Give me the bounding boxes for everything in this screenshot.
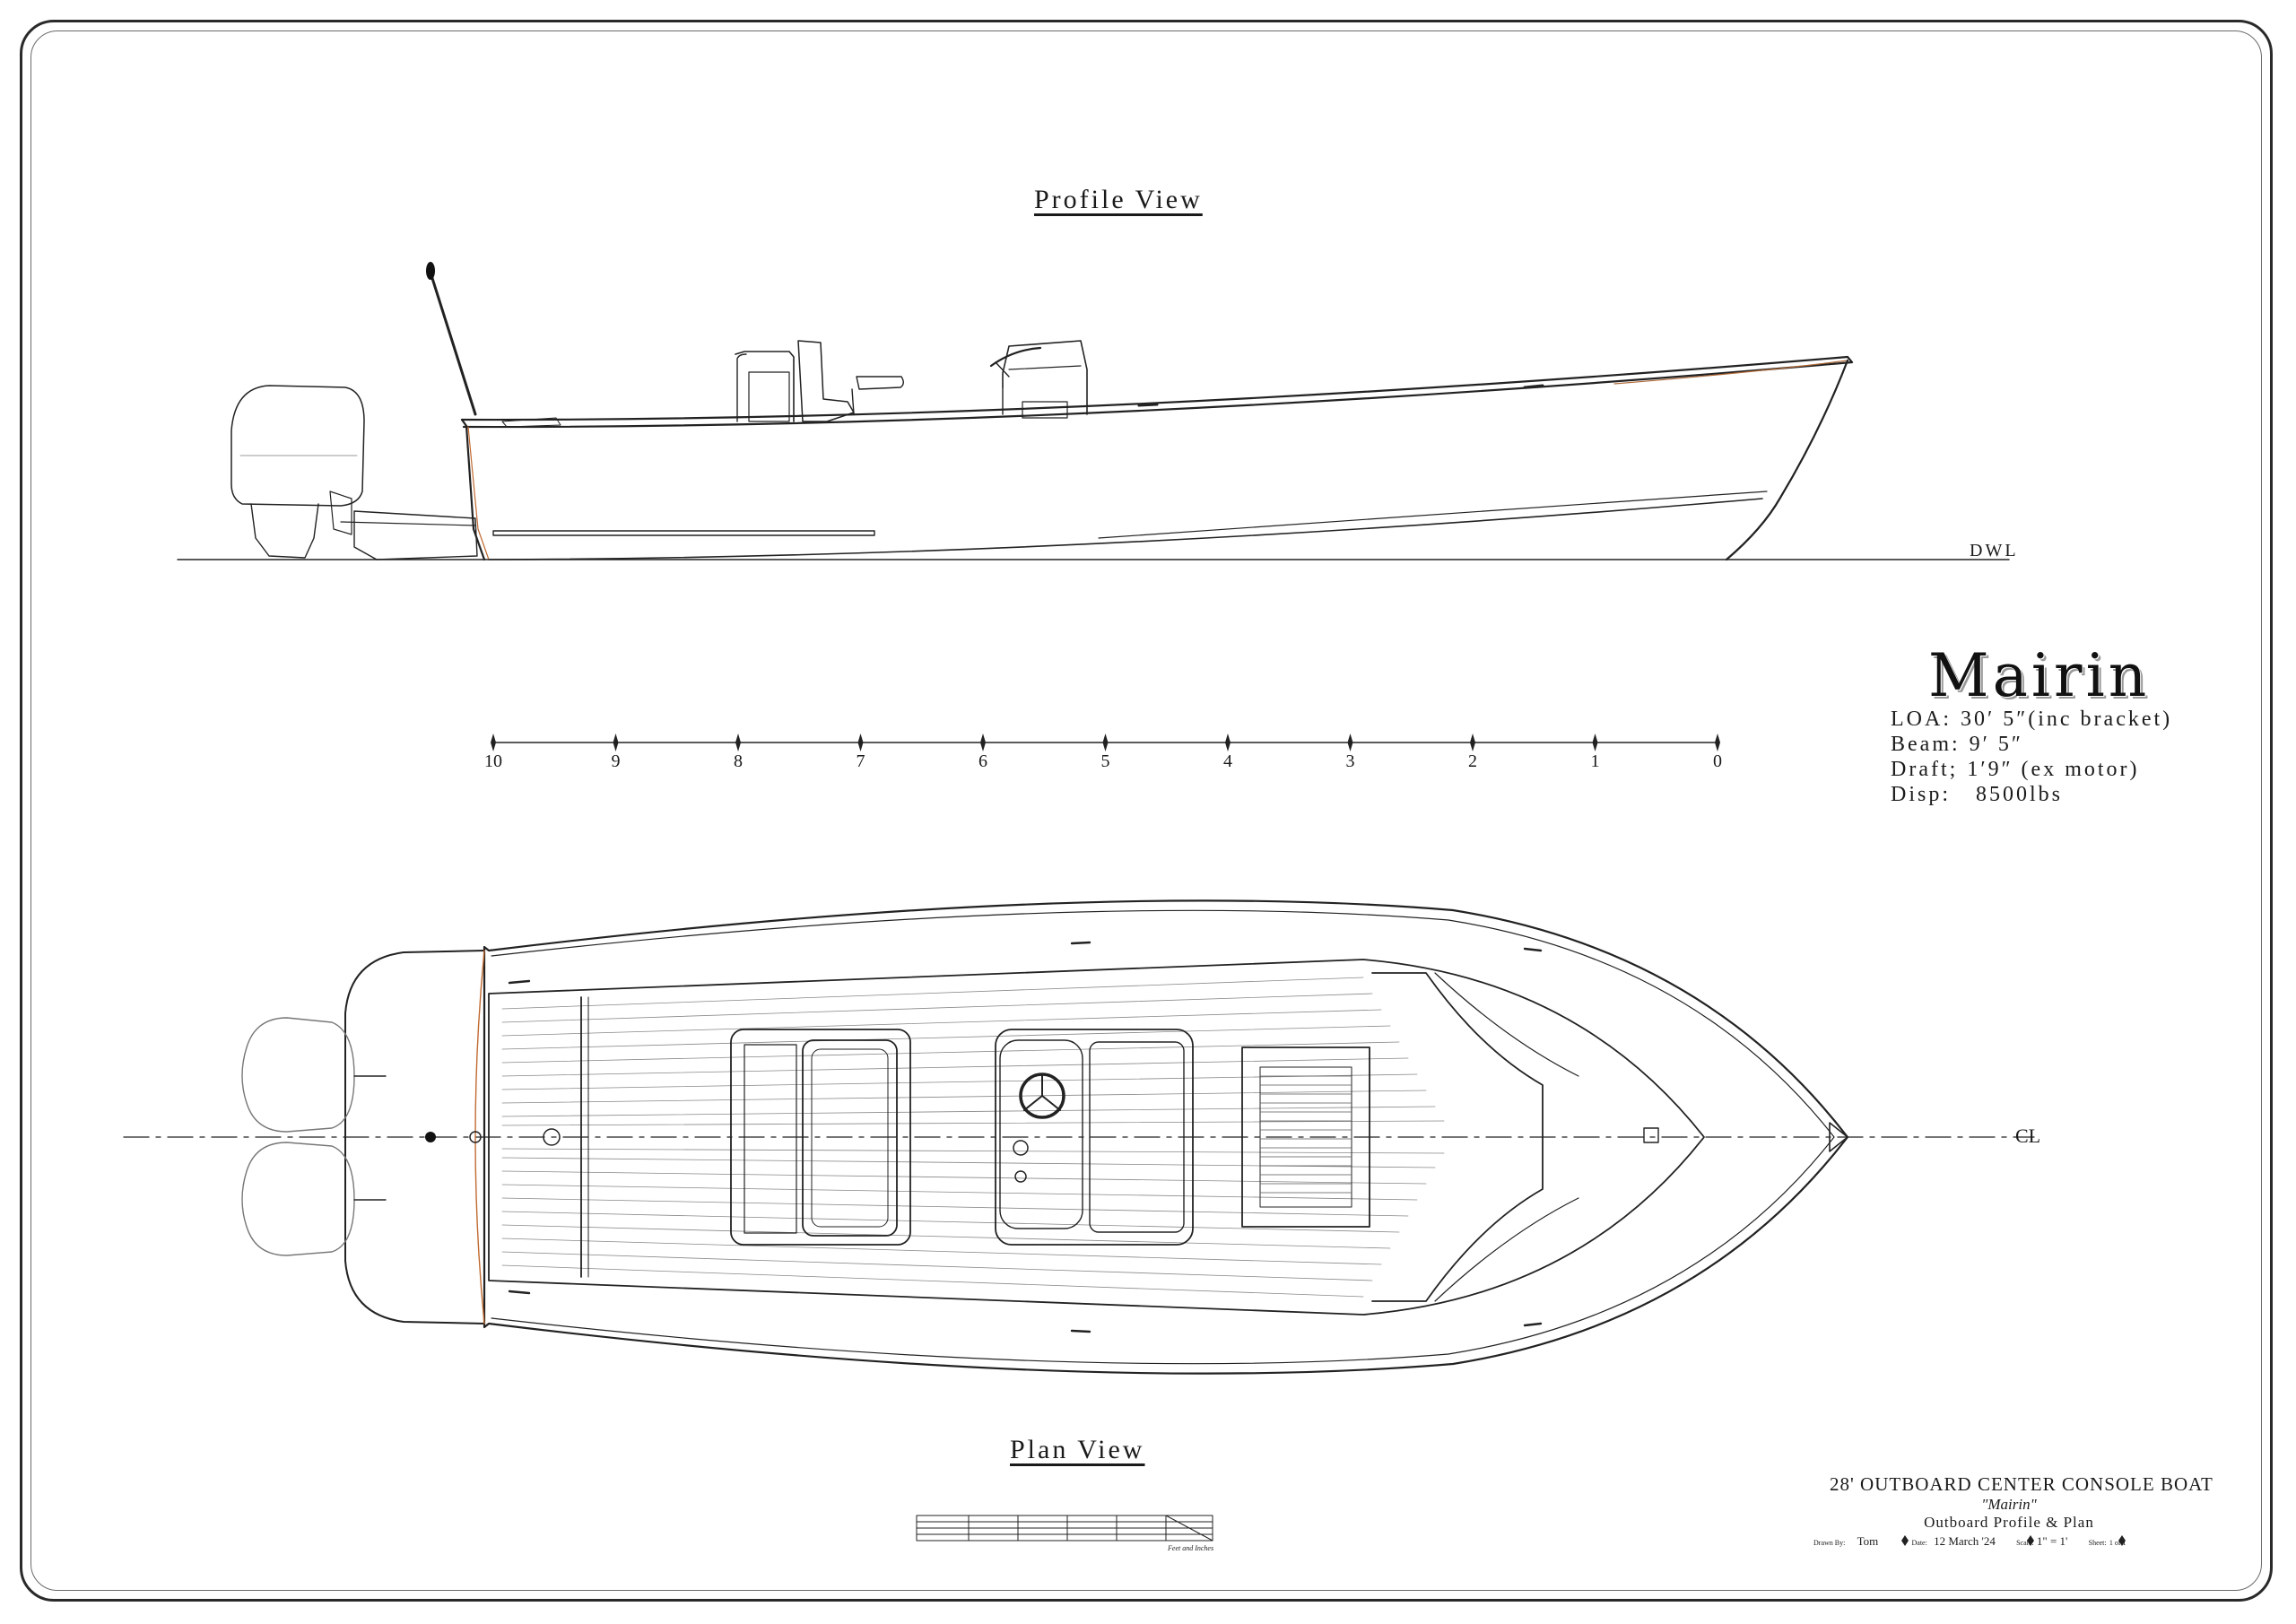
scale-tick-mark [857,734,864,751]
outboard-leg [250,503,319,559]
bow-seating [1371,972,1544,1302]
title-block-line1: 28' OUTBOARD CENTER CONSOLE BOAT [1830,1473,2213,1495]
scale-caption: Feet and Inches [1168,1544,1214,1552]
outboard-bracket [353,510,478,560]
title-block-details: Drawn By: Tom Date: 12 March '24 Scale: … [1813,1534,2126,1549]
scale-tick-label: 4 [1223,751,1232,771]
sheer-line [460,355,1854,429]
spec-disp-label: Disp: [1891,783,1952,806]
steering-wheel [989,346,1042,368]
transom [460,418,486,561]
scale-tick-mark [1225,734,1231,751]
spec-disp-value: 8500lbs [1976,783,2064,806]
drawing-inner-border [30,30,2262,1591]
plan-view-title: Plan View [1010,1435,1145,1464]
bow-stem [1725,359,1849,561]
centerline-label: CL [2015,1125,2041,1147]
sheet-label: Sheet: [2088,1539,2107,1547]
spec-disp: Disp: 8500lbs [1891,783,2072,807]
drawn-by: Tom [1857,1534,1879,1548]
cleats [508,941,1543,1333]
title-block-marks [1901,1535,2126,1546]
leaning-post [735,351,795,422]
spec-loa-value: 30′ 5″(inc bracket) [1961,708,2173,731]
scale-tick-mark [1592,734,1598,751]
title-block-line2: "Mairin" [1981,1496,2037,1513]
deck-outline [488,959,1705,1316]
scale-tick-mark [1347,734,1353,751]
spec-beam: Beam: 9′ 5″ [1891,733,2032,757]
swim-platform [344,950,485,1324]
console-plan [995,1029,1194,1246]
drawing-border [20,20,2273,1602]
plan-view [123,899,2035,1375]
date: 12 March '24 [1934,1534,1996,1548]
scale-tick-label: 10 [484,751,502,771]
center-console [1002,340,1088,415]
scale-tick-label: 7 [856,751,865,771]
scale: 1" = 1' [2036,1534,2068,1548]
graphic-scale-ruler [916,1515,1213,1541]
scale-tick-label: 2 [1468,751,1477,771]
rub-rail [492,530,875,536]
profile-view [177,262,2010,561]
scale-tick-label: 5 [1100,751,1110,771]
outboard-motor-port [241,1017,355,1133]
scale-tick-label: 0 [1713,751,1722,771]
spec-loa-label: LOA: [1891,708,1952,731]
spec-beam-value: 9′ 5″ [1969,733,2023,756]
boat-name: Mairin [1928,641,2151,710]
sheet: 1 of 1 [2109,1539,2126,1547]
date-label: Date: [1911,1539,1927,1547]
spec-loa: LOA: 30′ 5″(inc bracket) [1891,708,2181,732]
antenna [429,271,477,416]
drawn-by-label: Drawn By: [1813,1539,1846,1547]
scale-tick-label: 9 [611,751,621,771]
dwl-label: DWL [1970,541,2019,560]
scale-tick-label: 8 [734,751,743,771]
outboard-motor-starboard [241,1142,355,1256]
scale-tick-mark [1715,734,1720,751]
scale-label: Scale: [2016,1539,2034,1547]
scale-tick-mark [1470,734,1475,751]
scale-tick-label: 3 [1345,751,1355,771]
leaning-post-plan [730,1029,911,1246]
scale-tick-mark [1102,734,1109,751]
scale-tick-label: 1 [1590,751,1600,771]
title-block-line3: Outboard Profile & Plan [1924,1514,2094,1531]
spec-beam-label: Beam: [1891,733,1961,756]
forward-hatch [1241,1046,1370,1228]
outboard-motor-cowl [230,385,365,507]
scale-tick-mark [980,734,986,751]
scale-tick-label: 6 [978,751,987,771]
helm-seat [797,340,855,422]
scale-tick-mark [613,734,619,751]
spec-draft: Draft; 1′9″ (ex motor) [1891,758,2149,782]
spec-draft-value: 1′9″ (ex motor) [1967,758,2140,781]
spec-draft-label: Draft; [1891,758,1959,781]
deck-planking [501,977,1445,1298]
hull-chine [488,498,1763,560]
scale-tick-mark [735,734,741,751]
scale-tick-mark [491,734,496,751]
profile-view-title: Profile View [1034,185,1203,214]
